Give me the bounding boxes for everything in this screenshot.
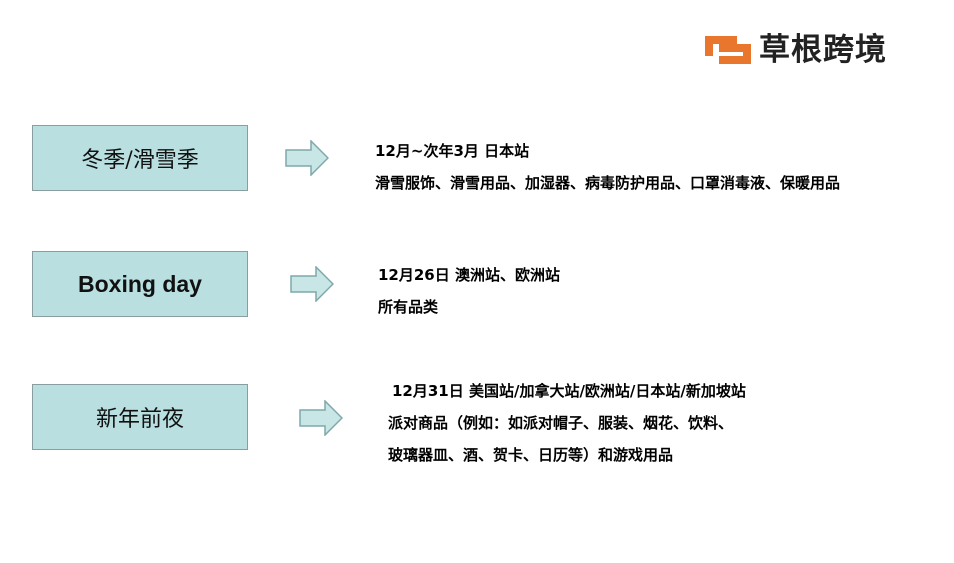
event-date-line: 12月26日 澳洲站、欧洲站 xyxy=(378,266,560,284)
event-box-winter: 冬季/滑雪季 xyxy=(32,125,248,191)
event-desc-winter: 12月~次年3月 日本站 滑雪服饰、滑雪用品、加湿器、病毒防护用品、口罩消毒液、… xyxy=(375,135,840,199)
event-desc-new-years-eve: 12月31日 美国站/加拿大站/欧洲站/日本站/新加坡站 派对商品（例如：如派对… xyxy=(388,375,746,471)
event-products-line: 玻璃器皿、酒、贺卡、日历等）和游戏用品 xyxy=(388,446,674,464)
event-box-new-years-eve: 新年前夜 xyxy=(32,384,248,450)
event-products-line: 所有品类 xyxy=(378,298,439,316)
brand-mark-icon xyxy=(705,36,751,64)
arrow-right-icon xyxy=(299,400,343,436)
arrow-right-icon xyxy=(290,266,334,302)
event-desc-boxing-day: 12月26日 澳洲站、欧洲站 所有品类 xyxy=(378,259,560,323)
brand-logo: 草根跨境 xyxy=(703,30,887,70)
event-date-line: 12月~次年3月 日本站 xyxy=(375,142,530,160)
event-products-line: 滑雪服饰、滑雪用品、加湿器、病毒防护用品、口罩消毒液、保暖用品 xyxy=(375,174,841,192)
event-products-line: 派对商品（例如：如派对帽子、服装、烟花、饮料、 xyxy=(388,414,734,432)
brand-name: 草根跨境 xyxy=(759,32,887,68)
event-box-boxing-day: Boxing day xyxy=(32,251,248,317)
event-date-line: 12月31日 美国站/加拿大站/欧洲站/日本站/新加坡站 xyxy=(392,382,746,400)
arrow-right-icon xyxy=(285,140,329,176)
